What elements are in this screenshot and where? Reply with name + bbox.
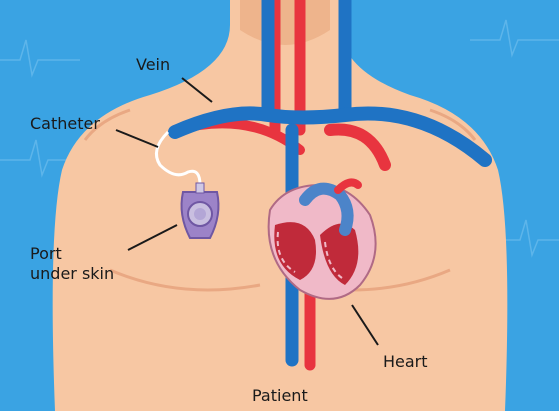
heart-organ [267,178,377,300]
port-leader-line [127,224,178,251]
catheter-leader-line [115,129,159,148]
heart-label: Heart [383,352,428,371]
port-device [180,182,220,239]
shoulder-contour-right [429,108,477,141]
leader-lines [115,77,379,346]
vein-leader-line [181,77,213,103]
patient-label: Patient [252,386,308,405]
catheter-label: Catheter [30,114,100,133]
heart-leader-line [351,304,379,346]
ecg-background-lines [0,19,559,258]
vein-label: Vein [136,55,171,74]
port-label: Port under skin [30,244,115,283]
catheter-tube [154,130,202,186]
shoulder-contour-left [83,108,131,141]
